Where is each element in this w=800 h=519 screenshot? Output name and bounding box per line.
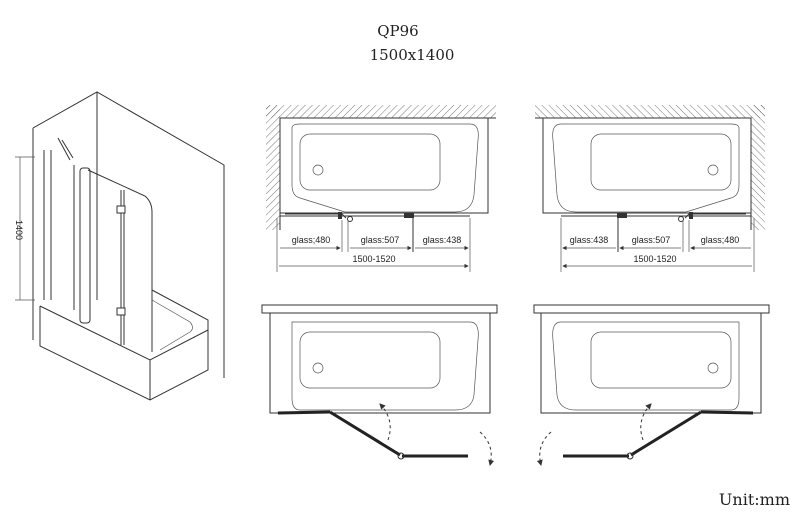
plan-top-left	[266, 105, 496, 272]
glass-label: glass:438	[570, 235, 609, 245]
glass-label: glass:507	[632, 235, 671, 245]
isometric-view: 1400	[14, 91, 225, 401]
size-title: 1500x1400	[370, 46, 455, 64]
plan-fold-left	[262, 305, 497, 465]
overall-width-label: 1500-1520	[352, 254, 395, 264]
glass-label: glass:507	[361, 235, 400, 245]
unit-label: Unit:mm	[719, 490, 790, 509]
glass-label: glass:438	[423, 235, 462, 245]
glass-label: glass;480	[701, 235, 740, 245]
plan-top-right	[535, 105, 765, 272]
model-title: QP96	[377, 22, 418, 40]
plan-fold-right	[534, 305, 769, 465]
overall-width-label: 1500-1520	[633, 254, 676, 264]
height-dimension: 1400	[14, 220, 24, 240]
glass-label: glass;480	[292, 235, 331, 245]
